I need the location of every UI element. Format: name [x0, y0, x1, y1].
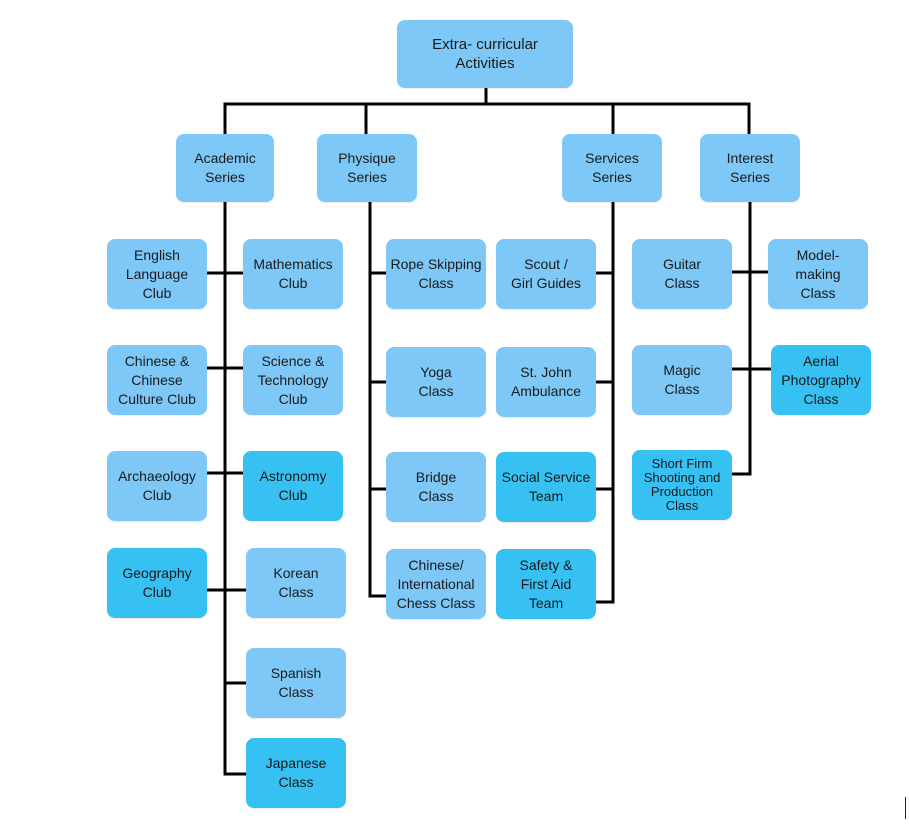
chess-class-node: Chinese/ International Chess Class — [386, 549, 486, 619]
spanish-class-node: Spanish Class — [246, 648, 346, 718]
magic-class-node: Magic Class — [632, 345, 732, 415]
korean-class-node: Korean Class — [246, 548, 346, 618]
aerial-photography-class-node: Aerial Photography Class — [771, 345, 871, 415]
model-making-class-node: Model- making Class — [768, 239, 868, 309]
geography-club-node: Geography Club — [107, 548, 207, 618]
chinese-culture-club-node: Chinese & Chinese Culture Club — [107, 345, 207, 415]
scout-girl-guides-node: Scout / Girl Guides — [496, 239, 596, 309]
safety-first-aid-team-node: Safety & First Aid Team — [496, 549, 596, 619]
services-series-node: Services Series — [562, 134, 662, 202]
social-service-team-node: Social Service Team — [496, 452, 596, 522]
short-film-production-class-node: Short Firm Shooting and Production Class — [632, 450, 732, 520]
guitar-class-node: Guitar Class — [632, 239, 732, 309]
astronomy-club-node: Astronomy Club — [243, 451, 343, 521]
bridge-class-node: Bridge Class — [386, 452, 486, 522]
archaeology-club-node: Archaeology Club — [107, 451, 207, 521]
root-node: Extra- curricular Activities — [397, 20, 573, 88]
interest-series-node: Interest Series — [700, 134, 800, 202]
mathematics-club-node: Mathematics Club — [243, 239, 343, 309]
text-cursor — [905, 797, 906, 819]
japanese-class-node: Japanese Class — [246, 738, 346, 808]
english-language-club-node: English Language Club — [107, 239, 207, 309]
academic-series-node: Academic Series — [176, 134, 274, 202]
physique-series-node: Physique Series — [317, 134, 417, 202]
rope-skipping-class-node: Rope Skipping Class — [386, 239, 486, 309]
st-john-ambulance-node: St. John Ambulance — [496, 347, 596, 417]
yoga-class-node: Yoga Class — [386, 347, 486, 417]
science-technology-club-node: Science & Technology Club — [243, 345, 343, 415]
